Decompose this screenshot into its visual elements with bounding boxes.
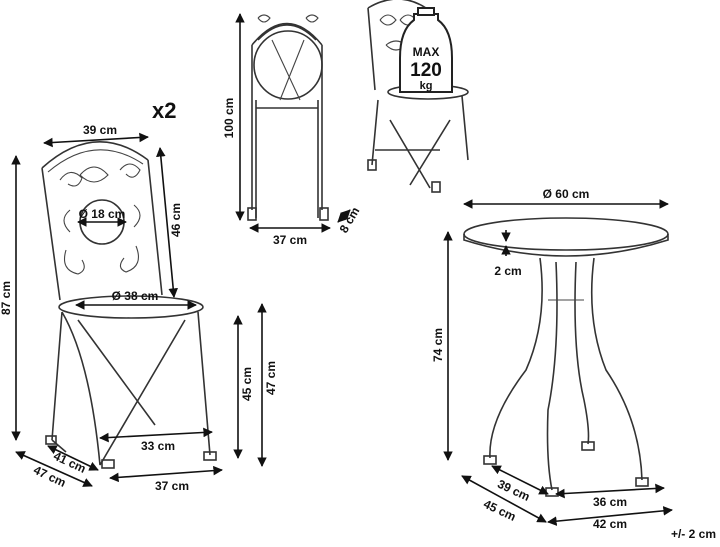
folded-chair-width-label: 37 cm [273,233,307,247]
table-foot-outer-depth-dimension [461,475,547,523]
table-foot-inner-depth-label: 39 cm [495,477,532,504]
folded-chair-drawing [247,14,329,221]
table-foot-inner-width-dimension [555,483,665,499]
table-top-diameter-label: Ø 60 cm [543,187,590,201]
kettlebell-weight-icon [399,7,453,93]
seat-height-inner-label: 45 cm [240,367,254,401]
tolerance-note: +/- 2 cm [671,527,716,541]
quantity-multiplier: x2 [152,98,176,123]
base-width-label: 37 cm [155,479,189,493]
base-width-dimension [109,465,223,483]
table-foot-outer-width-label: 42 cm [593,517,627,531]
seat-height-outer-label: 47 cm [264,361,278,395]
backrest-height-dimension [156,147,178,298]
table-height-label: 74 cm [431,328,445,362]
depth-outer-dimension [15,451,93,487]
table-foot-outer-depth-label: 45 cm [481,497,518,524]
backrest-width-dimension [43,132,149,148]
weight-badge-unit: kg [420,80,433,92]
loaded-chair-drawing [367,0,469,193]
medallion-diameter-label: Ø 18 cm [79,207,126,221]
backrest-height-label: 46 cm [169,203,183,237]
table-top-thickness-label: 2 cm [494,264,521,278]
leg-spread-dimension [99,427,213,443]
table-foot-outer-width-dimension [547,506,673,526]
weight-badge-value: 120 [410,60,442,81]
table-drawing [463,217,669,497]
weight-badge-max: MAX [413,45,440,59]
folded-chair-depth-label: 8 cm [337,205,363,236]
backrest-width-label: 39 cm [83,123,117,137]
folded-chair-height-label: 100 cm [222,98,236,139]
seat-diameter-label: Ø 38 cm [112,289,159,303]
total-height-label: 87 cm [0,281,13,315]
leg-spread-label: 33 cm [141,439,175,453]
table-foot-inner-width-label: 36 cm [593,495,627,509]
folded-chair-depth-dimension [337,209,351,223]
